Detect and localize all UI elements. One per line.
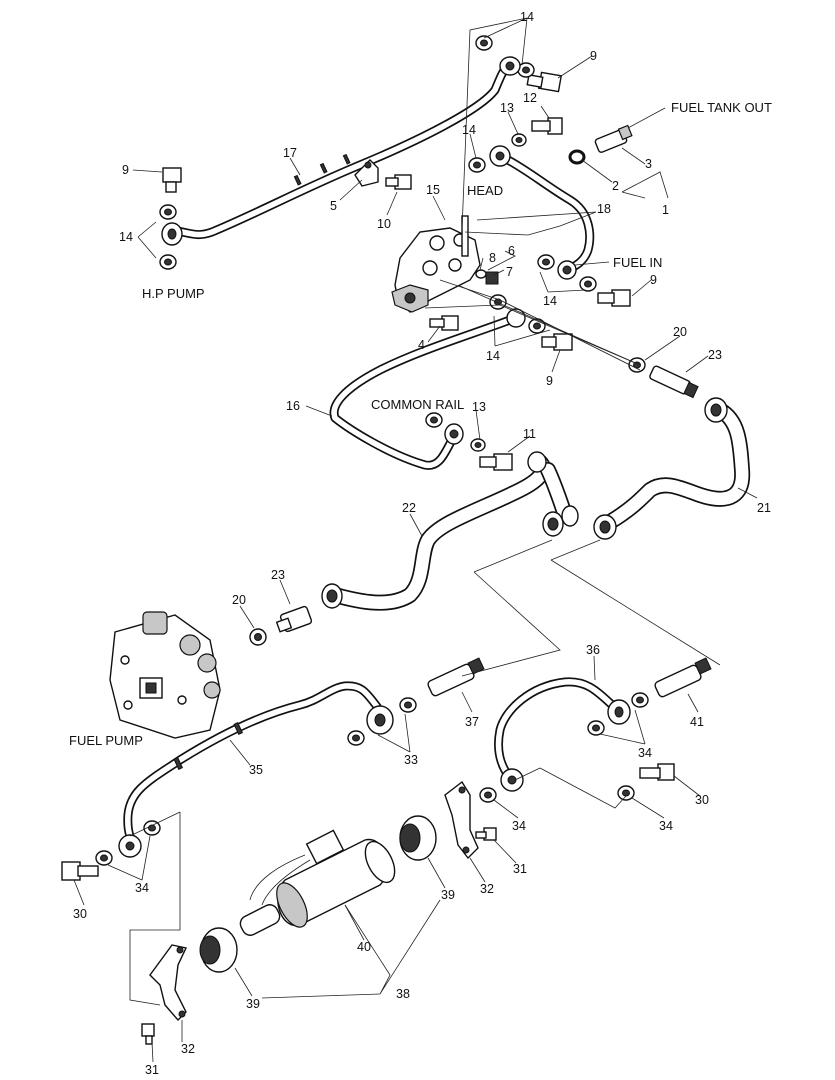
callout-34: 34 (135, 881, 149, 895)
fitting-23-lower (275, 605, 313, 633)
callout-35: 35 (249, 763, 263, 777)
callout-9: 9 (590, 49, 597, 63)
pipe-17 (165, 57, 515, 240)
callout-31: 31 (513, 862, 527, 876)
callout-9: 9 (650, 273, 657, 287)
callout-6: 6 (508, 244, 515, 258)
callout-14: 14 (119, 230, 133, 244)
callout-16: 16 (286, 399, 300, 413)
callout-41: 41 (690, 715, 704, 729)
callout-14: 14 (462, 123, 476, 137)
rubber-mount-39-upper (399, 815, 437, 861)
bolt-30-right (639, 763, 675, 781)
bolt-10 (385, 174, 412, 190)
bolt-9-fuelin (597, 289, 631, 307)
callout-34: 34 (638, 746, 652, 760)
bolt-9-rail (541, 333, 573, 351)
bolt-30-left (61, 861, 99, 881)
callout-11: 11 (523, 427, 536, 441)
callout-20: 20 (232, 593, 246, 607)
label-hp-pump: H.P PUMP (142, 286, 205, 301)
callout-1: 1 (662, 203, 669, 217)
pipe-18 (503, 155, 595, 275)
bolt-31-upper (475, 827, 497, 841)
callout-33: 33 (404, 753, 418, 767)
pipe-36 (493, 677, 625, 783)
callout-22: 22 (402, 501, 416, 515)
pipe-16 (329, 315, 515, 470)
callout-38: 38 (396, 987, 410, 1001)
rubber-mount-39-lower (199, 927, 238, 973)
label-common-rail: COMMON RAIL (371, 397, 464, 412)
hose-21 (602, 402, 751, 530)
fuel-pump-body (109, 611, 221, 739)
electric-fuel-pump-40 (239, 829, 396, 936)
bolt-9-top (526, 71, 563, 93)
callout-13: 13 (500, 101, 514, 115)
fuel-filter-head-15 (391, 215, 481, 313)
callout-21: 21 (757, 501, 771, 515)
callout-10: 10 (377, 217, 391, 231)
callout-17: 17 (283, 146, 297, 160)
bolt-31-lower (141, 1023, 155, 1045)
banjo-fittings (118, 56, 728, 858)
callout-20: 20 (673, 325, 687, 339)
callout-39: 39 (246, 997, 260, 1011)
callout-36: 36 (586, 643, 600, 657)
fitting-37 (427, 657, 485, 697)
callout-39: 39 (441, 888, 455, 902)
clamp-5 (354, 159, 379, 187)
callout-8: 8 (489, 251, 496, 265)
callout-7: 7 (506, 265, 513, 279)
label-head: HEAD (467, 183, 503, 198)
callout-9: 9 (546, 374, 553, 388)
callout-40: 40 (357, 940, 371, 954)
label-fuel-in: FUEL IN (613, 255, 662, 270)
callout-34: 34 (512, 819, 526, 833)
callout-32: 32 (181, 1042, 195, 1056)
callout-9: 9 (122, 163, 129, 177)
fitting-3 (594, 124, 633, 153)
bolt-9-hp (162, 167, 182, 193)
callout-32: 32 (480, 882, 494, 896)
callout-37: 37 (465, 715, 479, 729)
bolt-12 (531, 117, 563, 135)
pipe-35 (123, 681, 383, 850)
washer-8 (475, 269, 487, 279)
callout-15: 15 (426, 183, 440, 197)
callout-3: 3 (645, 157, 652, 171)
bracket-32-upper (444, 780, 479, 860)
callout-2: 2 (612, 179, 619, 193)
callout-14: 14 (486, 349, 500, 363)
bolt-4 (429, 315, 459, 331)
callout-14: 14 (520, 10, 534, 24)
washers (95, 35, 649, 866)
callout-5: 5 (330, 199, 337, 213)
callout-18: 18 (597, 202, 611, 216)
callout-23: 23 (708, 348, 722, 362)
bolt-11 (479, 453, 513, 471)
callout-31: 31 (145, 1063, 159, 1077)
label-fuel-tank-out: FUEL TANK OUT (671, 100, 772, 115)
callout-34: 34 (659, 819, 673, 833)
callout-30: 30 (695, 793, 709, 807)
fitting-23-upper (649, 365, 699, 399)
label-fuel-pump: FUEL PUMP (69, 733, 143, 748)
plug-7 (485, 271, 499, 285)
callout-12: 12 (523, 91, 537, 105)
leader-lines (73, 17, 758, 1063)
callout-14: 14 (543, 294, 557, 308)
bracket-32-lower (149, 944, 188, 1022)
hose-22 (327, 454, 573, 611)
callout-13: 13 (472, 400, 486, 414)
callout-4: 4 (418, 338, 425, 352)
callout-30: 30 (73, 907, 87, 921)
callout-23: 23 (271, 568, 285, 582)
fitting-41 (654, 657, 712, 698)
